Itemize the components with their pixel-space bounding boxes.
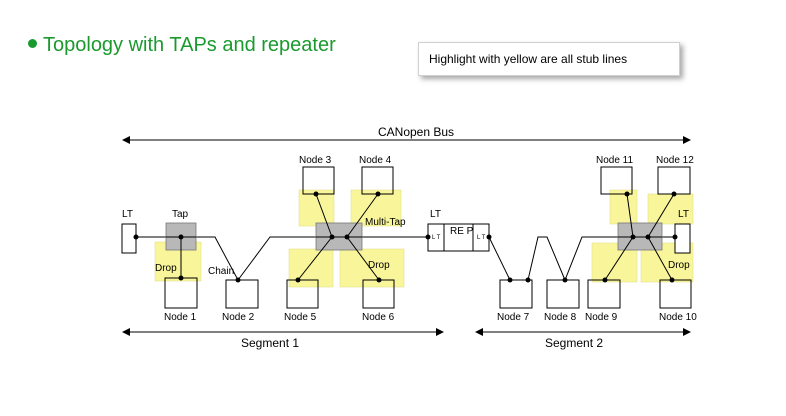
lt-right-box (674, 223, 691, 254)
slide-title-text: Topology with TAPs and repeater (43, 34, 336, 56)
drop-label: Drop (668, 260, 690, 271)
node11-label: Node 11 (596, 155, 634, 166)
stub-highlights (154, 189, 694, 288)
node11-box (600, 166, 633, 195)
multitap-label: Multi-Tap (365, 217, 406, 228)
node2-box (225, 279, 259, 309)
node8-label: Node 8 (544, 312, 577, 323)
segment2-label: Segment 2 (545, 336, 603, 350)
stub-line (647, 193, 675, 238)
stub-highlight (288, 248, 334, 288)
node12-box (657, 166, 691, 195)
node10-label: Node 10 (659, 312, 697, 323)
node9-box (587, 279, 621, 309)
node7-label: Node 7 (497, 312, 530, 323)
node-boxes (164, 166, 692, 309)
node9-label: Node 9 (585, 312, 618, 323)
slide-title: Topology with TAPs and repeater (28, 34, 336, 57)
stub-highlight (339, 248, 405, 288)
node4-label: Node 4 (359, 155, 392, 166)
stub-line (297, 236, 333, 281)
stub-lines (180, 193, 675, 281)
stub-highlight (609, 189, 638, 225)
stub-line (647, 236, 673, 281)
repeater-box (427, 223, 490, 252)
node7-box (499, 279, 533, 309)
connection-dots (133, 191, 678, 283)
lt-right-label: LT (678, 209, 689, 220)
node12-label: Node 12 (656, 155, 694, 166)
tap-label: Tap (172, 209, 189, 220)
stub-line (604, 236, 634, 281)
lt-left-box (121, 223, 137, 254)
drop-label: Drop (368, 260, 390, 271)
stub-line (346, 236, 380, 281)
node5-label: Node 5 (284, 312, 317, 323)
node1-box (164, 277, 198, 309)
lt-left-label: LT (122, 209, 133, 220)
lt-mid-label: LT (430, 209, 441, 220)
stub-line (315, 193, 333, 238)
repeater-lt-right: L T (477, 235, 486, 241)
segment1-label: Segment 1 (241, 336, 299, 350)
bus-label: CANopen Bus (378, 125, 454, 139)
node8-box (546, 279, 580, 309)
node1-label: Node 1 (164, 312, 197, 323)
node2-label: Node 2 (222, 312, 255, 323)
repeater-lt-left: L T (432, 235, 441, 241)
stub-line (346, 193, 379, 238)
node6-label: Node 6 (362, 312, 395, 323)
note-callout: Highlight with yellow are all stub lines (418, 42, 680, 76)
repeater-label: RE P (450, 226, 474, 237)
node3-label: Node 3 (299, 155, 332, 166)
drop-label: Drop (155, 263, 177, 274)
node5-box (286, 279, 319, 309)
note-text: Highlight with yellow are all stub lines (429, 52, 628, 66)
stub-line (626, 193, 634, 238)
chain-label: Chain (208, 266, 234, 277)
node10-box (659, 279, 692, 309)
bullet-icon (28, 39, 37, 49)
